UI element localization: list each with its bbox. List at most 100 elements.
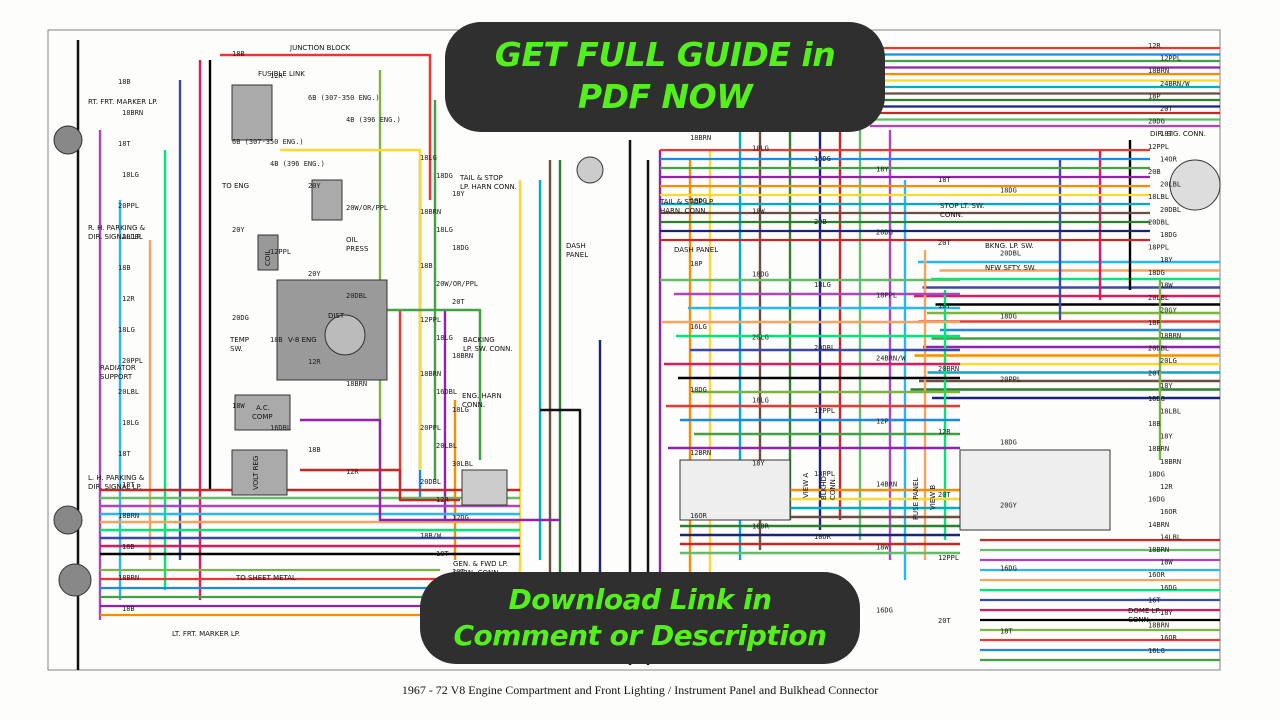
left-wire-label: 18T [118, 140, 131, 148]
label-rh-parking: R. H. PARKING & [88, 224, 146, 232]
panel-wire-label: 18OR [814, 533, 832, 541]
right-wire-label: 18P [1148, 92, 1161, 100]
panel-wire-label: 18OR [752, 523, 770, 531]
label-to-sheet-metal: TO SHEET METAL [235, 574, 296, 582]
center-wire-label: 18B/W [420, 532, 442, 540]
center-wire-label: 18LG [452, 406, 469, 414]
panel-wire-label: 18BRN [690, 134, 711, 142]
engine-wire-label: 6B (307-350 ENG.) [232, 138, 304, 146]
label-temp-sw: SW. [230, 345, 243, 353]
right-wire-label: 18P [1148, 319, 1161, 327]
center-wire-label: 20T [452, 298, 465, 306]
left-wire-label: 18T [122, 481, 135, 489]
right-wire-label: 18W [1160, 559, 1173, 567]
center-wire-label: 20DBL [420, 478, 441, 486]
engine-wire-label: 12R [346, 468, 359, 476]
right-wire-label: 12PPL [1160, 55, 1181, 63]
engine-wire-label: 4B (396 ENG.) [270, 160, 325, 168]
label-tail-stop-r: TAIL & STOP LP. [659, 198, 714, 206]
right-wire-label: 18DG [1148, 269, 1165, 277]
label-stop-lt-sw-2: CONN. [940, 211, 963, 219]
right-wire-label: 16LG [1148, 647, 1165, 655]
center-wire-label: 12R [436, 496, 449, 504]
banner-top-line2: PDF NOW [577, 77, 753, 116]
panel-wire-label: 12R [938, 428, 951, 436]
panel-wire-label: 20T [938, 239, 951, 247]
panel-wire-label: 18Y [938, 302, 951, 310]
label-eng-harn-2: CONN. [462, 401, 485, 409]
label-dir-signal-r: DIR. SIGNAL LP. [88, 233, 142, 241]
panel-wire-label: 20BRN [938, 365, 959, 373]
left-wire-label: 18LG [118, 326, 135, 334]
left-wire-label: 20PPL [122, 357, 143, 365]
label-blkhd-conn: CONN. [829, 477, 837, 500]
left-wire-label: 18B [118, 78, 131, 86]
left-wire-label: 18BRN [118, 512, 139, 520]
right-wire-label: 16OR [1160, 508, 1178, 516]
label-nfw-sfty: NFW SFTY. SW. [985, 264, 1036, 272]
right-wire-label: 20LG [1160, 357, 1177, 365]
left-wire-label: 18BRN [118, 574, 139, 582]
right-wire-label: 20LBL [1148, 294, 1169, 302]
get-guide-banner[interactable]: GET FULL GUIDE in PDF NOW [445, 22, 885, 132]
right-wire-label: 18W [1160, 281, 1173, 289]
label-oil: OIL [346, 236, 358, 244]
starter [311, 179, 343, 221]
panel-wire-label: 12P [876, 418, 889, 426]
panel-wire-label: 16OR [690, 512, 708, 520]
label-fusible-link: FUSIBLE LINK [258, 70, 305, 78]
right-wire-label: 16OR [1148, 571, 1166, 579]
wire-group [98, 40, 1220, 662]
label-view-a: VIEW A [802, 473, 810, 498]
label-rt-frt-marker: RT. FRT. MARKER LP. [88, 98, 158, 106]
engine-wire-label: 6B (307-350 ENG.) [308, 94, 380, 102]
battery [231, 84, 273, 141]
panel-wire-label: 20B [814, 218, 827, 226]
right-wire-label: 12R [1148, 42, 1161, 50]
label-volt-reg: VOLT REG [252, 456, 260, 490]
banner-bottom-line2: Comment or Description [453, 619, 827, 652]
panel-wire-label: 24BRN/W [876, 355, 906, 363]
engine-wire-label: 18B [270, 336, 283, 344]
tail-stop-connector [576, 156, 604, 184]
label-press: PRESS [346, 245, 369, 253]
right-wire-label: 18BRN [1160, 458, 1181, 466]
left-wire-label: 18LG [122, 419, 139, 427]
panel-wire-label: 20PPL [1000, 376, 1021, 384]
right-wire-label: 12R [1160, 483, 1173, 491]
panel-wire-label: 20DG [876, 229, 893, 237]
label-junction-block: JUNCTION BLOCK [289, 44, 350, 52]
right-wire-label: 18BRN [1148, 67, 1169, 75]
label-stop-lt-sw: STOP LT. SW. [940, 202, 984, 210]
label-panel: PANEL [566, 251, 588, 259]
label-ac: A.C. [256, 404, 270, 412]
banner-top-line1: GET FULL GUIDE in [494, 35, 836, 74]
center-wire-label: 20W/OR/PPL [436, 280, 478, 288]
center-wire-label: 12DG [452, 514, 469, 522]
fuse-panel-block [959, 449, 1111, 531]
coil [257, 234, 279, 271]
download-link-banner[interactable]: Download Link in Comment or Description [420, 572, 860, 664]
panel-wire-label: 18DG [690, 386, 707, 394]
center-wire-label: 16DBL [436, 388, 457, 396]
left-wire-label: 20LBL [118, 388, 139, 396]
panel-wire-label: 20GY [1000, 502, 1018, 510]
label-backing: BACKING [463, 336, 495, 344]
label-tail-stop-r-2: HARN. CONN. [660, 207, 708, 215]
engine-wire-label: 20DG [232, 314, 249, 322]
right-wire-label: 20DBL [1148, 344, 1169, 352]
lh-headlamp [58, 563, 92, 597]
label-dir-signal-l: DIR. SIGNAL LP. [88, 483, 142, 491]
banner-bottom-line1: Download Link in [508, 583, 772, 616]
center-wire-label: 18BRN [420, 370, 441, 378]
right-wire-label: 14OR [1160, 155, 1178, 163]
right-wire-label: 20T [1160, 105, 1173, 113]
right-wire-label: 18T [1160, 130, 1173, 138]
bulkhead-connector-left [461, 469, 508, 506]
label-tail-stop: TAIL & STOP [459, 174, 503, 182]
right-wire-label: 14LBL [1160, 533, 1181, 541]
right-wire-label: 18BRN [1160, 332, 1181, 340]
engine-wire-label: 20DBL [346, 292, 367, 300]
left-wire-label: 12R [122, 295, 135, 303]
